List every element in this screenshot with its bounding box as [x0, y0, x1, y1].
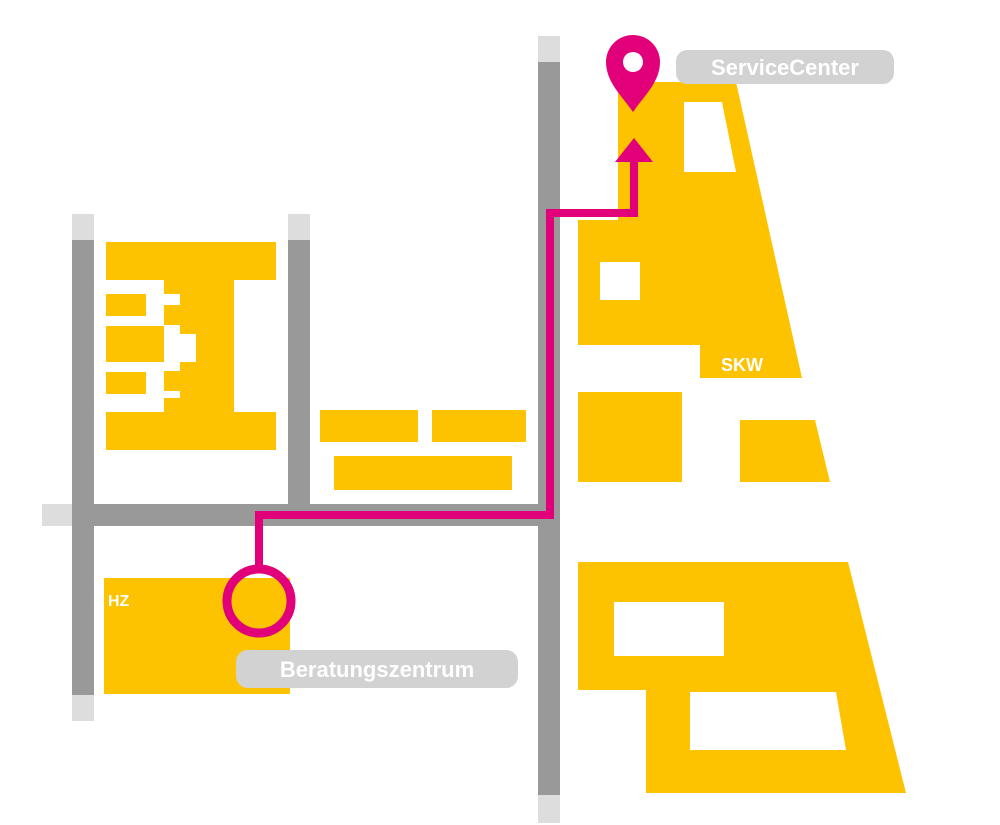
road-right-end-bottom [538, 795, 560, 823]
route-arrow-icon [615, 138, 653, 162]
road-left-end-bottom [72, 695, 94, 721]
label-skw: SKW [721, 355, 763, 375]
route [255, 138, 653, 570]
label-service-center[interactable]: ServiceCenter [676, 50, 894, 84]
route-line [255, 160, 638, 570]
building-bottom-complex [578, 562, 906, 793]
label-beratungszentrum-text: Beratungszentrum [280, 657, 474, 682]
road-right-end-top [538, 36, 560, 62]
building-square [578, 392, 682, 482]
label-service-center-text: ServiceCenter [711, 55, 859, 80]
start-marker[interactable] [222, 564, 296, 638]
road-horizontal-end-left [42, 504, 72, 526]
building-mid-left [320, 410, 418, 442]
label-hz: HZ [108, 593, 130, 610]
map-pin-icon[interactable] [606, 35, 660, 112]
building-small-right [740, 420, 830, 482]
label-beratungszentrum[interactable]: Beratungszentrum [236, 650, 518, 688]
building-mid-right [432, 410, 526, 442]
road-left [72, 240, 94, 695]
road-mid [288, 240, 310, 510]
building-i-complex [106, 242, 276, 450]
building-mid-bottom [334, 456, 512, 490]
road-mid-end-top [288, 214, 310, 240]
building-skw [578, 82, 802, 378]
road-left-end-top [72, 214, 94, 240]
